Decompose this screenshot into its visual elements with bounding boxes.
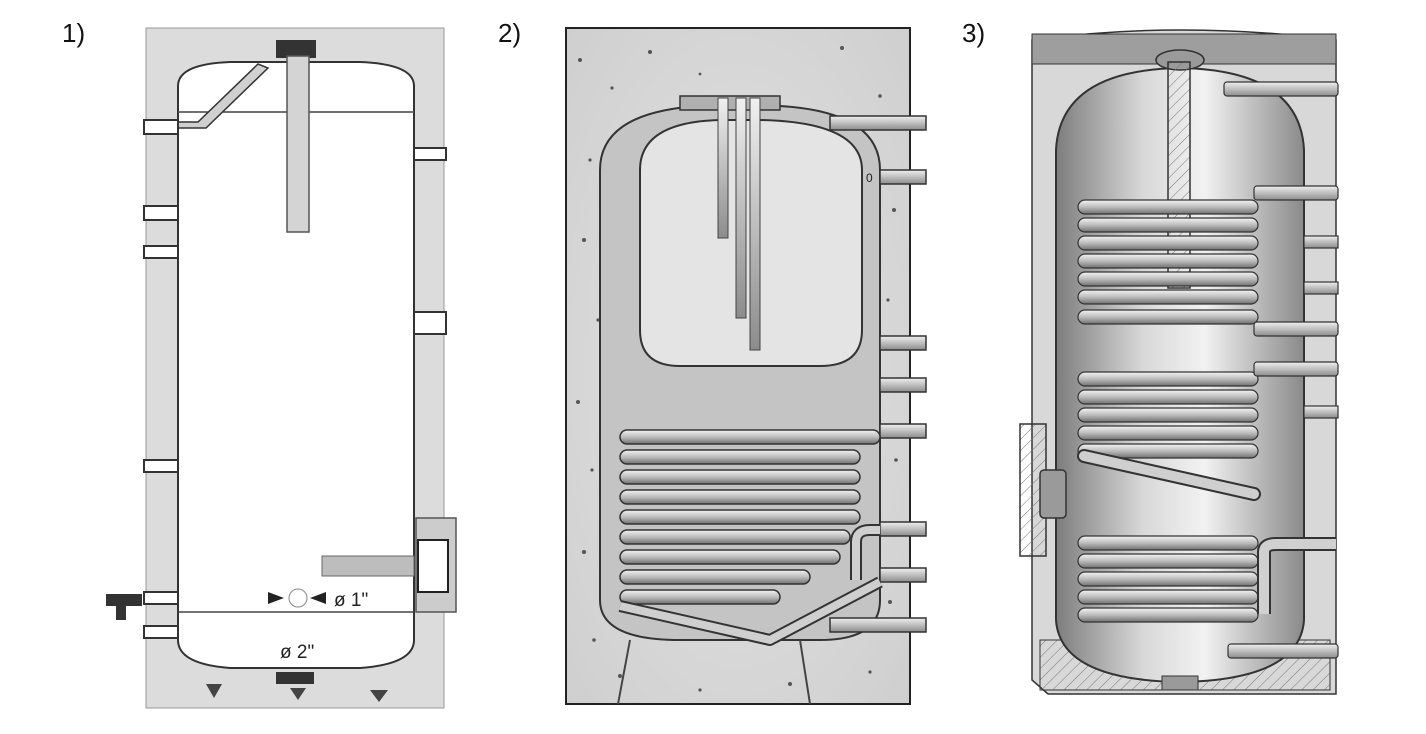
pipe-3-g — [1303, 405, 1339, 419]
dip-tube-1 — [717, 97, 729, 239]
pipe-cold-in — [829, 617, 927, 633]
pipe-3-c — [1303, 235, 1339, 249]
panel-label-3: 3) — [962, 18, 986, 48]
anode-rod — [286, 55, 310, 233]
tank-body-1 — [177, 61, 415, 669]
dim-outlet-label: ø 1" — [334, 590, 368, 611]
diagram-2: 0 — [565, 27, 927, 705]
left-connection-5 — [143, 591, 179, 605]
pipe-2 — [879, 169, 927, 185]
pipe-3-b — [1253, 185, 1339, 201]
panel-label-2: 2) — [498, 18, 522, 48]
drain-valve — [106, 594, 142, 620]
bottom-drain-3 — [1161, 675, 1199, 691]
dim-arrow-left — [268, 592, 284, 604]
right-connection-1 — [413, 147, 447, 161]
pipe-3-d — [1303, 281, 1339, 295]
heat-exchanger-coil-2 — [618, 429, 883, 646]
pipe-4 — [879, 377, 927, 393]
pipe-6 — [879, 521, 927, 537]
right-connection-2 — [413, 311, 447, 335]
foot-left — [206, 684, 222, 698]
side-flange-housing — [1019, 423, 1047, 557]
diagram-3 — [1019, 29, 1339, 695]
lower-coil-3 — [1077, 535, 1336, 623]
marker-label: 0 — [866, 171, 873, 185]
left-connection-3 — [143, 245, 179, 259]
side-flange-3 — [1039, 469, 1067, 519]
pipe-3-f — [1253, 361, 1339, 377]
pipe-3 — [879, 335, 927, 351]
panel-label-1: 1) — [62, 18, 86, 48]
heater-flange — [417, 539, 449, 593]
pipe-3-hot-out — [1223, 81, 1339, 97]
dim-bottom-label: ø 2" — [280, 642, 314, 663]
leg-2 — [799, 639, 811, 705]
left-connection-6 — [143, 625, 179, 639]
diagram-1: ø 1" ø 2" — [106, 27, 457, 709]
left-connection-4 — [143, 459, 179, 473]
insulation-speckle — [576, 46, 898, 692]
pipe-hot-out — [829, 115, 927, 131]
left-connection-1 — [143, 119, 179, 135]
upper-coil-3 — [1077, 199, 1259, 325]
pipe-5 — [879, 423, 927, 439]
dip-tube-2 — [735, 97, 747, 319]
pipe-7 — [879, 567, 927, 583]
pipe-3-e — [1253, 321, 1339, 337]
dim-arrow-right — [310, 592, 326, 604]
pipe-3-cold-in — [1227, 643, 1339, 659]
bottom-drain — [276, 672, 314, 684]
leg-1 — [617, 639, 631, 705]
top-fitting-2 — [679, 95, 781, 111]
foot-right — [370, 690, 388, 702]
dip-tube-3 — [749, 97, 761, 351]
left-connection-2 — [143, 205, 179, 221]
top-flange — [276, 40, 316, 58]
foot-center — [290, 688, 306, 700]
heater-element — [321, 555, 415, 577]
middle-coil-3 — [1077, 371, 1261, 501]
dim-circle — [288, 588, 308, 608]
